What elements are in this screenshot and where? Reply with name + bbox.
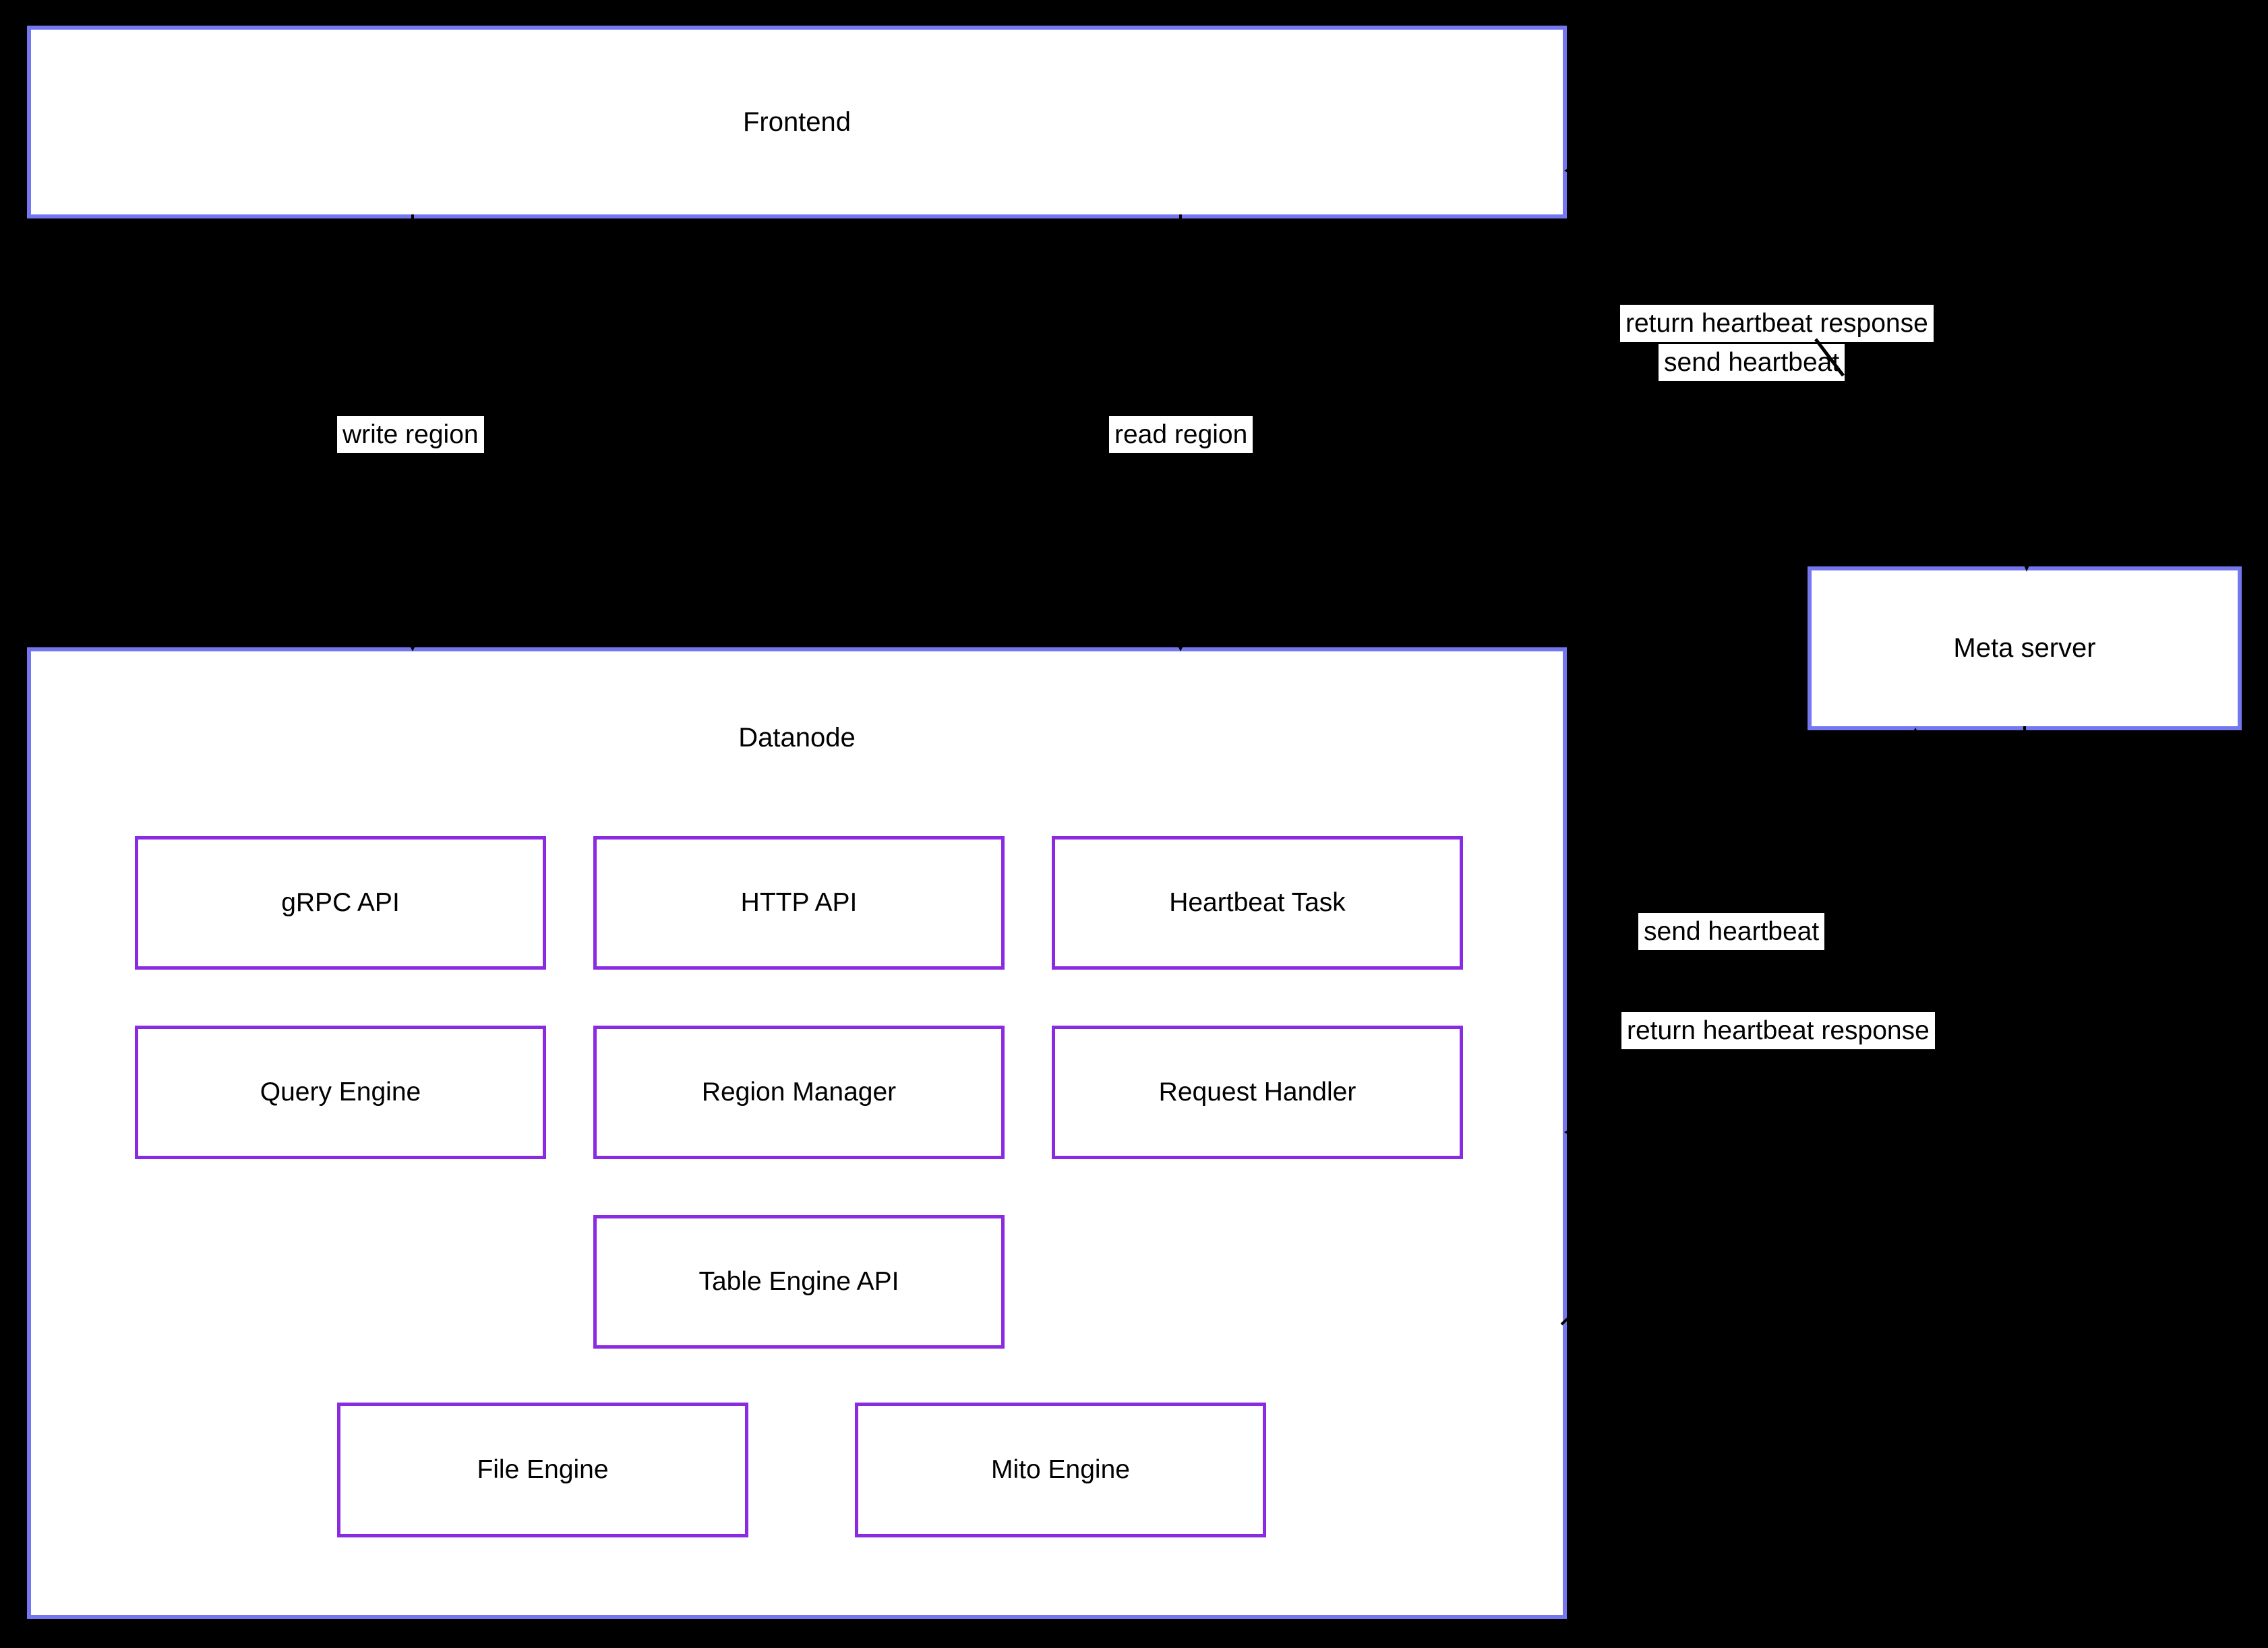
frontend-node: Frontend — [27, 26, 1567, 218]
component-query-engine: Query Engine — [135, 1026, 546, 1159]
component-http-api: HTTP API — [593, 836, 1005, 970]
component-table-engine-api: Table Engine API — [593, 1215, 1005, 1349]
component-heartbeat-task: Heartbeat Task — [1052, 836, 1463, 970]
datanode-label: Datanode — [738, 723, 856, 753]
edge-label-write-region: write region — [337, 416, 484, 454]
component-grpc-api: gRPC API — [135, 836, 546, 970]
component-region-manager: Region Manager — [593, 1026, 1005, 1159]
edge-label-datanode-return-heartbeat: return heartbeat response — [1621, 1012, 1935, 1050]
edge-label-read-region: read region — [1109, 416, 1253, 454]
meta-server-node: Meta server — [1808, 566, 2242, 730]
component-file-engine: File Engine — [337, 1403, 748, 1537]
edge-label-frontend-send-heartbeat: send heartbeat — [1659, 344, 1845, 382]
edge-label-datanode-send-heartbeat: send heartbeat — [1638, 913, 1825, 951]
component-mito-engine: Mito Engine — [855, 1403, 1266, 1537]
meta-server-label: Meta server — [1953, 633, 2096, 663]
edge-label-frontend-return-heartbeat: return heartbeat response — [1620, 305, 1934, 343]
frontend-label: Frontend — [742, 107, 852, 137]
component-request-handler: Request Handler — [1052, 1026, 1463, 1159]
